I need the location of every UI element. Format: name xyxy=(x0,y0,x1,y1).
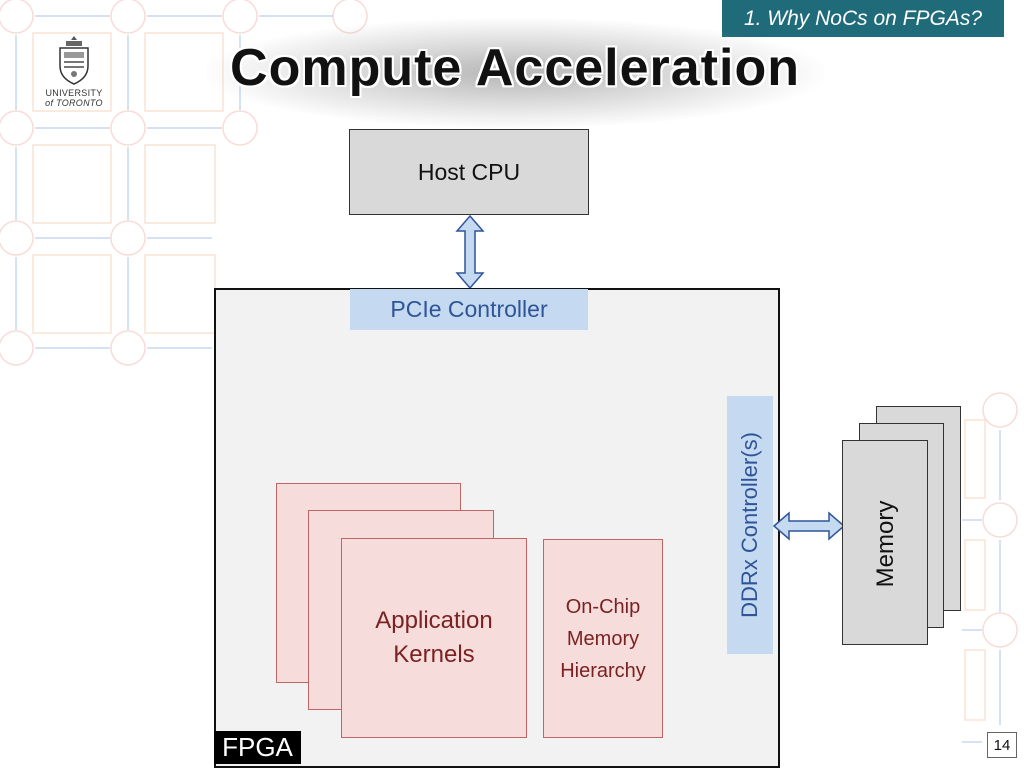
crest-icon xyxy=(59,36,89,85)
university-logo: UNIVERSITY of TORONTO xyxy=(36,34,112,112)
memory-label: Memory xyxy=(872,500,899,588)
application-kernels-box: Application Kernels xyxy=(341,538,527,738)
onchip-memory-box: On-Chip Memory Hierarchy xyxy=(543,539,663,738)
kernels-label-line1: Application xyxy=(375,607,493,634)
logo-line2: of TORONTO xyxy=(45,98,103,108)
ddr-controller-label: DDRx Controller(s) xyxy=(737,432,762,618)
slide-title: Compute Acceleration xyxy=(230,39,800,97)
host-cpu-box: Host CPU xyxy=(349,129,589,215)
ddr-controller: DDRx Controller(s) xyxy=(727,396,773,654)
pcie-controller: PCIe Controller xyxy=(350,289,588,330)
memory-box: Memory xyxy=(842,440,928,645)
fpga-label: FPGA xyxy=(214,731,301,764)
kernels-label-line2: Kernels xyxy=(393,641,475,668)
title-glow xyxy=(205,18,825,128)
onchip-label-line2: Memory xyxy=(566,627,640,650)
logo-line1: UNIVERSITY xyxy=(45,88,103,98)
ddr-memory-arrow xyxy=(773,511,845,541)
page-number: 14 xyxy=(987,732,1017,758)
onchip-label-line3: Hierarchy xyxy=(560,659,646,682)
onchip-label-line1: On-Chip xyxy=(565,595,641,618)
host-pcie-arrow xyxy=(455,215,485,289)
